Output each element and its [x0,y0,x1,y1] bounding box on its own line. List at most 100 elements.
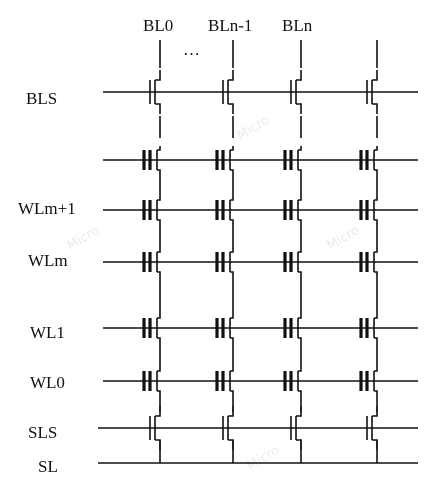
channel-bottom [157,271,161,276]
channel-top [372,70,378,81]
cell-wlm1 [142,196,161,224]
bitline-label-bl0: BL0 [143,16,173,35]
channel-top [374,367,378,372]
cell-wl0 [142,367,161,395]
channel-bottom [374,337,378,342]
row-label-bls: BLS [26,89,57,108]
channel-top [296,70,302,81]
cell-wl-top [215,146,234,174]
cell-wlm [359,248,378,276]
channel-bottom [230,337,234,342]
channel-top [230,196,234,201]
cell-wl1 [359,314,378,342]
channel-top [374,146,378,151]
channel-bottom [157,390,161,395]
bitline-label-bln: BLn [282,16,313,35]
row-label-wl0: WL0 [30,373,65,392]
channel-top [157,146,161,151]
bls-transistor [222,70,234,114]
cell-wl1 [215,314,234,342]
channel-bottom [230,169,234,174]
cell-wl1 [283,314,302,342]
bls-transistor [290,70,302,114]
channel-top [374,196,378,201]
watermark-text: Micro [325,223,363,254]
row-lines [98,91,418,464]
channel-bottom [230,271,234,276]
watermark-text: Micro [65,223,103,254]
channel-bottom [298,219,302,224]
channel-top [296,406,302,417]
channel-bottom [372,103,378,114]
channel-top [298,146,302,151]
channel-top [157,314,161,319]
row-label-wl1: WL1 [30,323,65,342]
channel-top [298,367,302,372]
channel-top [230,367,234,372]
bitline-strings [142,40,378,463]
bitline-ellipsis: … [183,40,200,59]
cell-wl0 [215,367,234,395]
row-label-sls: SLS [28,423,57,442]
channel-top [298,248,302,253]
cell-wlm [215,248,234,276]
channel-top [157,248,161,253]
channel-top [230,146,234,151]
bls-transistor [366,70,378,114]
channel-bottom [374,390,378,395]
channel-top [374,248,378,253]
channel-bottom [298,169,302,174]
cell-wl-top [142,146,161,174]
nand-string-bl0 [142,40,161,463]
channel-top [155,406,161,417]
channel-top [230,248,234,253]
channel-top [157,196,161,201]
channel-bottom [374,219,378,224]
cell-wlm1 [283,196,302,224]
channel-bottom [298,271,302,276]
channel-bottom [157,169,161,174]
cell-wl-top [283,146,302,174]
watermark-text: Micro [245,443,283,474]
row-label-sl: SL [38,457,58,476]
channel-bottom [374,169,378,174]
channel-top [228,70,234,81]
channel-top [157,367,161,372]
cell-wl0 [359,367,378,395]
channel-bottom [157,219,161,224]
cell-wlm [283,248,302,276]
channel-bottom [298,390,302,395]
channel-bottom [374,271,378,276]
cell-wl1 [142,314,161,342]
watermark-text: Micro [235,113,273,144]
row-label-wlm1: WLm+1 [18,199,76,218]
row-label-wlm: WLm [28,251,68,270]
nand-string-bln [283,40,302,463]
channel-top [372,406,378,417]
channel-bottom [230,390,234,395]
channel-bottom [157,337,161,342]
cell-wlm1 [359,196,378,224]
channel-top [155,70,161,81]
bitline-label-bln-1: BLn-1 [208,16,252,35]
channel-top [228,406,234,417]
channel-bottom [228,103,234,114]
channel-top [230,314,234,319]
channel-top [298,196,302,201]
cell-wlm [142,248,161,276]
cell-wlm1 [215,196,234,224]
channel-top [298,314,302,319]
channel-bottom [155,103,161,114]
channel-bottom [296,103,302,114]
channel-top [374,314,378,319]
bls-transistor [149,70,161,114]
channel-bottom [230,219,234,224]
cell-wl0 [283,367,302,395]
channel-bottom [298,337,302,342]
nand-string-bln-1 [215,40,234,463]
cell-wl-top [359,146,378,174]
